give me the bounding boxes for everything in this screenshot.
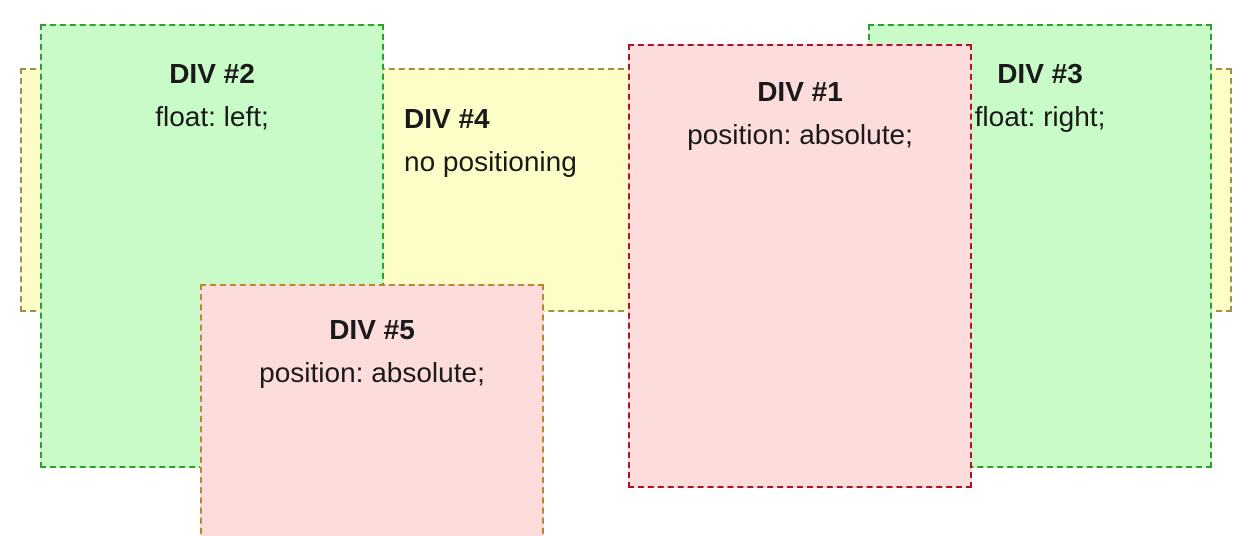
div5-title: DIV #5 (329, 314, 415, 345)
div3-description: float: right; (974, 101, 1106, 132)
div1-description: position: absolute; (687, 119, 913, 150)
div2-title: DIV #2 (169, 58, 255, 89)
div4-text: DIV #4 no positioning (404, 97, 577, 183)
div1-title: DIV #1 (757, 76, 843, 107)
div4-description: no positioning (404, 146, 577, 177)
div2-description: float: left; (155, 101, 269, 132)
div5-description: position: absolute; (259, 357, 485, 388)
div3-title: DIV #3 (997, 58, 1083, 89)
div4-title: DIV #4 (404, 103, 490, 134)
div1-box: DIV #1 position: absolute; (628, 44, 972, 488)
div5-box: DIV #5 position: absolute; (200, 284, 544, 536)
